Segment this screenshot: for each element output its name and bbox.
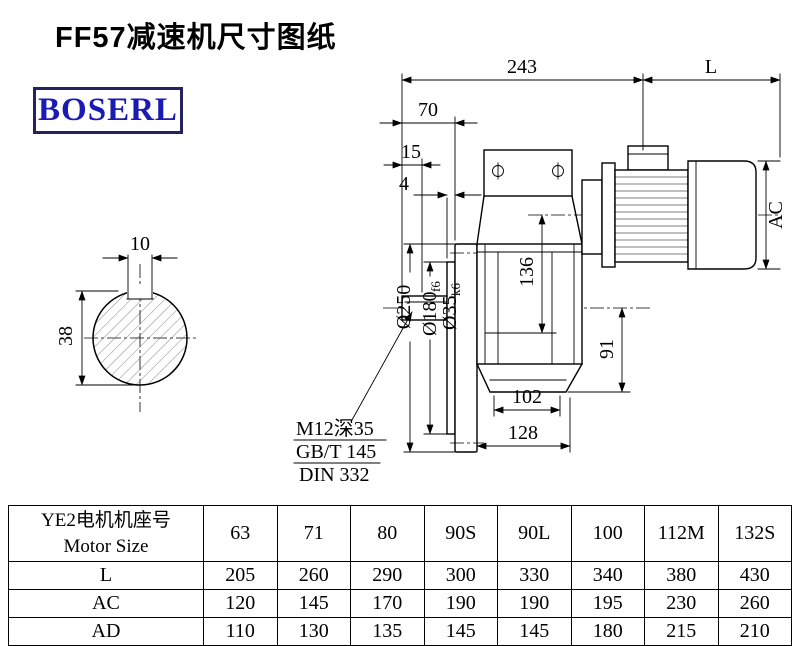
motor-size-table: YE2电机机座号 Motor Size 63 71 80 90S 90L 100… (8, 505, 792, 646)
dimensions: 243 L 70 15 4 (293, 56, 787, 486)
dim-15-label: 15 (401, 141, 421, 163)
shaft-section-circle (92, 290, 188, 386)
cell: 120 (203, 589, 278, 618)
dim-dia35-label: Ø35 (439, 296, 461, 330)
cell: 135 (350, 617, 425, 646)
cell: 210 (717, 617, 792, 646)
cell: 180 (570, 617, 645, 646)
dim-4: 4 (399, 173, 482, 199)
dim-L: L (642, 56, 781, 84)
dim-L-label: L (705, 56, 717, 78)
motor-size-112M: 112M (644, 505, 719, 562)
dim-38: 38 (55, 290, 135, 386)
cell: 170 (350, 589, 425, 618)
note-gb-standard: GB/T 145 (296, 441, 376, 463)
row-label-AC: AC (8, 589, 204, 618)
table-header-row: YE2电机机座号 Motor Size 63 71 80 90S 90L 100… (8, 505, 792, 562)
dim-dia180-tolerance: f6 (428, 281, 443, 292)
dim-AC: AC (757, 160, 787, 270)
cell: 190 (497, 589, 572, 618)
dim-4-label: 4 (399, 173, 409, 195)
cell: 380 (644, 561, 719, 590)
dim-70-label: 70 (418, 99, 438, 121)
gear-housing (476, 243, 583, 365)
dim-AC-label: AC (765, 201, 787, 229)
cell: 195 (570, 589, 645, 618)
page-title: FF57减速机尺寸图纸 (55, 22, 337, 54)
mounting-flange (454, 243, 478, 453)
cell: 260 (276, 561, 351, 590)
dim-102-label: 102 (512, 386, 542, 408)
cell: 340 (570, 561, 645, 590)
dim-dia35-tolerance: k6 (448, 283, 463, 297)
cell: 230 (644, 589, 719, 618)
dim-dia-35: Ø35 k6 (439, 283, 463, 331)
dim-70: 70 (379, 99, 478, 127)
row-label-AD: AD (8, 617, 204, 646)
header-motor-size: YE2电机机座号 Motor Size (8, 505, 204, 562)
fan-cowl (687, 160, 757, 270)
dim-dia180-label: Ø180 (419, 292, 441, 336)
note-tap: M12深35 (296, 417, 374, 440)
dim-91: 91 (567, 307, 631, 393)
dim-243-label: 243 (507, 56, 537, 78)
motor-size-63: 63 (203, 505, 278, 562)
dim-243: 243 (401, 56, 644, 84)
shaft-end-view: 10 38 (55, 233, 197, 412)
dim-128-label: 128 (508, 422, 538, 444)
shaft-tap-note: M12深35 GB/T 145 DIN 332 (293, 311, 413, 486)
cell: 430 (717, 561, 792, 590)
logo-text: BOSERL (38, 92, 178, 128)
motor-size-90S: 90S (423, 505, 498, 562)
dimension-drawing: 10 38 (55, 56, 787, 486)
cell: 145 (423, 617, 498, 646)
motor-flange (601, 162, 616, 268)
header-motor-size-en: Motor Size (63, 535, 149, 557)
dim-91-label: 91 (596, 339, 618, 359)
boserl-logo: BOSERL (33, 87, 183, 134)
terminal-box (627, 145, 669, 171)
cell: 330 (497, 561, 572, 590)
cell: 215 (644, 617, 719, 646)
motor-size-132S: 132S (717, 505, 792, 562)
cell: 130 (276, 617, 351, 646)
table-row-L: L 205 260 290 300 330 340 380 430 (8, 561, 792, 590)
dim-38-label: 38 (55, 326, 77, 346)
dim-136: 136 (516, 214, 546, 334)
motor-size-71: 71 (276, 505, 351, 562)
row-label-L: L (8, 561, 204, 590)
keyway-slot (127, 286, 153, 299)
cell: 145 (497, 617, 572, 646)
dim-128: 128 (476, 397, 571, 453)
dim-15: 15 (383, 141, 441, 169)
note-din-standard: DIN 332 (299, 464, 370, 486)
table-row-AC: AC 120 145 170 190 190 195 230 260 (8, 589, 792, 618)
dim-dia250-label: Ø250 (393, 285, 415, 329)
cell: 205 (203, 561, 278, 590)
dim-dia-180: Ø180 f6 (419, 261, 449, 435)
dim-10: 10 (102, 233, 178, 262)
motor-adapter (581, 179, 603, 255)
cell: 290 (350, 561, 425, 590)
motor-cooling-fins (615, 176, 688, 255)
cell: 110 (203, 617, 278, 646)
cell: 145 (276, 589, 351, 618)
dim-136-label: 136 (516, 257, 538, 287)
header-motor-size-cn: YE2电机机座号 (41, 509, 171, 531)
motor-size-80: 80 (350, 505, 425, 562)
housing-bottom (476, 363, 583, 393)
motor-body (614, 169, 689, 263)
cell: 300 (423, 561, 498, 590)
cell: 260 (717, 589, 792, 618)
housing-top-cover (483, 149, 573, 197)
table-row-AD: AD 110 130 135 145 145 180 215 210 (8, 617, 792, 646)
dim-102: 102 (493, 386, 561, 417)
dim-10-label: 10 (130, 233, 150, 255)
motor-size-90L: 90L (497, 505, 572, 562)
motor-size-100: 100 (570, 505, 645, 562)
cell: 190 (423, 589, 498, 618)
